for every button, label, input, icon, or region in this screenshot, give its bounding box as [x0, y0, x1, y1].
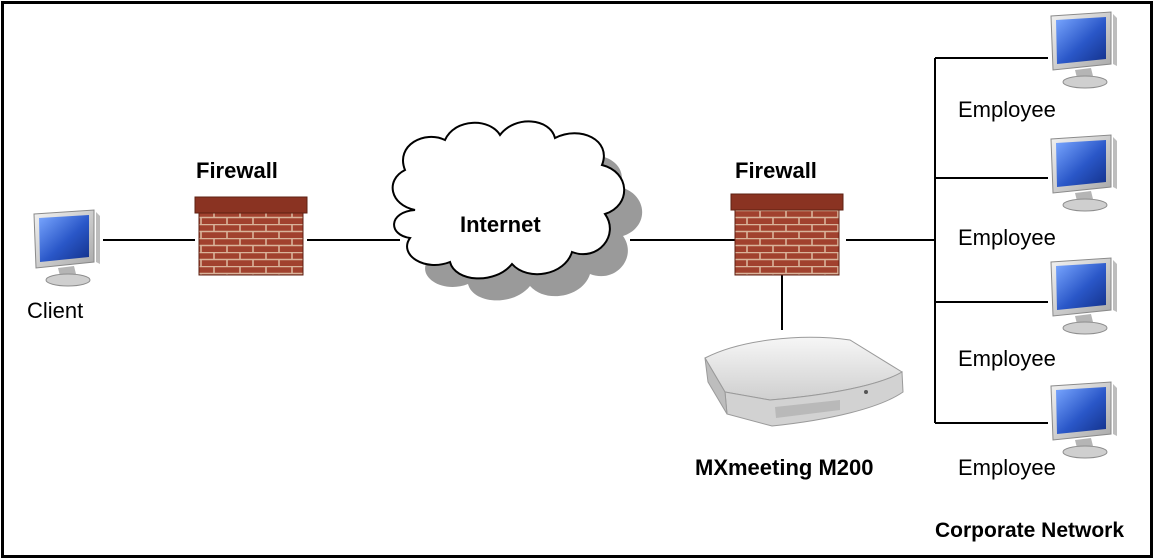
client-label: Client	[27, 298, 84, 323]
right-firewall-icon	[730, 193, 844, 276]
left-firewall-icon	[194, 196, 308, 276]
firewall-right-label: Firewall	[735, 158, 817, 183]
employee-label-4: Employee	[958, 455, 1056, 480]
employee-label-3: Employee	[958, 346, 1056, 371]
employee-label-2: Employee	[958, 225, 1056, 250]
corporate-network-label: Corporate Network	[935, 519, 1125, 542]
employee-computer-icon-4	[1050, 381, 1118, 459]
internet-label: Internet	[460, 212, 541, 237]
employee-label-1: Employee	[958, 97, 1056, 122]
employee-computer-icon-1	[1050, 11, 1118, 89]
employee-computer-icon-2	[1050, 134, 1118, 212]
firewall-left-label: Firewall	[196, 158, 278, 183]
connection-lines	[103, 57, 1048, 424]
device-label: MXmeeting M200	[695, 455, 874, 480]
employee-computer-icon-3	[1050, 257, 1118, 335]
router-icon	[704, 336, 904, 427]
internet-cloud-icon	[391, 120, 643, 301]
client-computer-icon	[33, 209, 101, 287]
